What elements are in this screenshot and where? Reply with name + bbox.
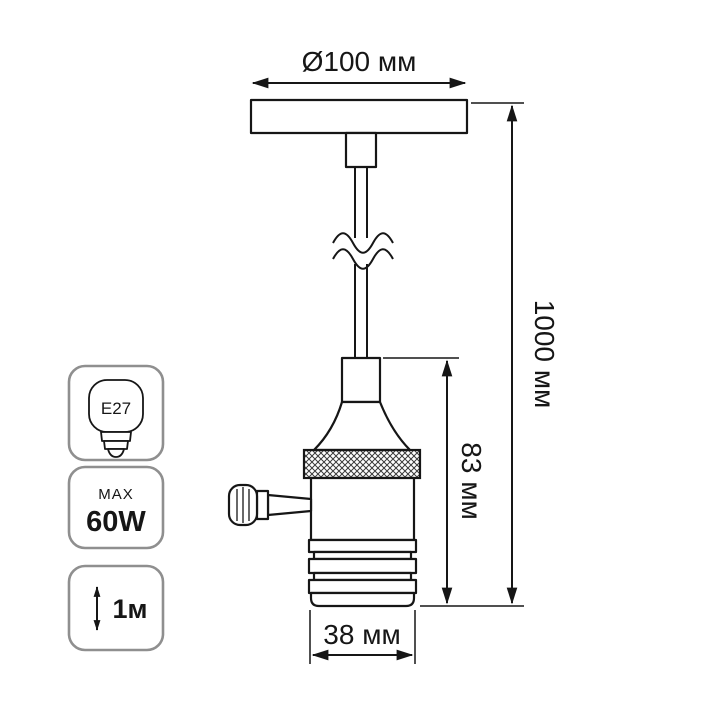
skirt-bottom-cap bbox=[309, 591, 416, 608]
bulb-base-tip bbox=[107, 448, 125, 458]
skirt-ring bbox=[307, 557, 418, 575]
break-wave-bottom bbox=[332, 248, 394, 270]
canopy-neck bbox=[344, 131, 378, 169]
badge-socket-type: E27 bbox=[67, 364, 165, 462]
knob-collar bbox=[255, 489, 270, 521]
badge-cable-length-frame bbox=[67, 564, 165, 652]
switch-knob bbox=[227, 483, 313, 527]
dimension-canopy-diameter: Ø100 мм bbox=[251, 46, 467, 89]
socket-strain-relief-cap bbox=[340, 356, 382, 404]
cable-length-value: 1м bbox=[113, 594, 148, 624]
cable-break-icon bbox=[332, 232, 394, 270]
bulb-icon bbox=[88, 379, 144, 458]
pendant-drawing bbox=[227, 98, 469, 608]
knob-shaft bbox=[266, 493, 313, 517]
socket-knurled-ring bbox=[302, 448, 422, 480]
total-height-label: 1000 мм bbox=[529, 300, 560, 409]
bulb-base-step2 bbox=[103, 440, 129, 450]
bulb-base-step1 bbox=[100, 431, 132, 442]
canopy-diameter-label: Ø100 мм bbox=[302, 46, 417, 77]
dimension-socket-diameter: 38 мм bbox=[309, 610, 416, 664]
suspension-cable bbox=[354, 167, 368, 358]
badge-max-power: MAX 60W bbox=[67, 465, 165, 550]
max-label: MAX bbox=[98, 486, 134, 503]
dimension-socket-height: 83 мм bbox=[383, 357, 487, 605]
socket-skirt bbox=[307, 538, 418, 608]
skirt-ring bbox=[307, 578, 418, 595]
socket-type-label: E27 bbox=[101, 399, 131, 418]
socket-diameter-label: 38 мм bbox=[323, 619, 400, 650]
max-power-value: 60W bbox=[86, 506, 146, 538]
skirt-ring bbox=[307, 538, 418, 554]
socket-height-label: 83 мм bbox=[456, 442, 487, 519]
dimension-total-height: 1000 мм bbox=[420, 102, 560, 607]
canopy-plate bbox=[249, 98, 469, 135]
lamp-socket bbox=[227, 356, 422, 608]
socket-body bbox=[309, 476, 416, 542]
badge-max-power-frame bbox=[67, 465, 165, 550]
break-wave-top bbox=[332, 232, 394, 254]
badge-cable-length: 1м bbox=[67, 564, 165, 652]
socket-dome bbox=[312, 400, 412, 452]
ceiling-canopy bbox=[249, 98, 469, 169]
